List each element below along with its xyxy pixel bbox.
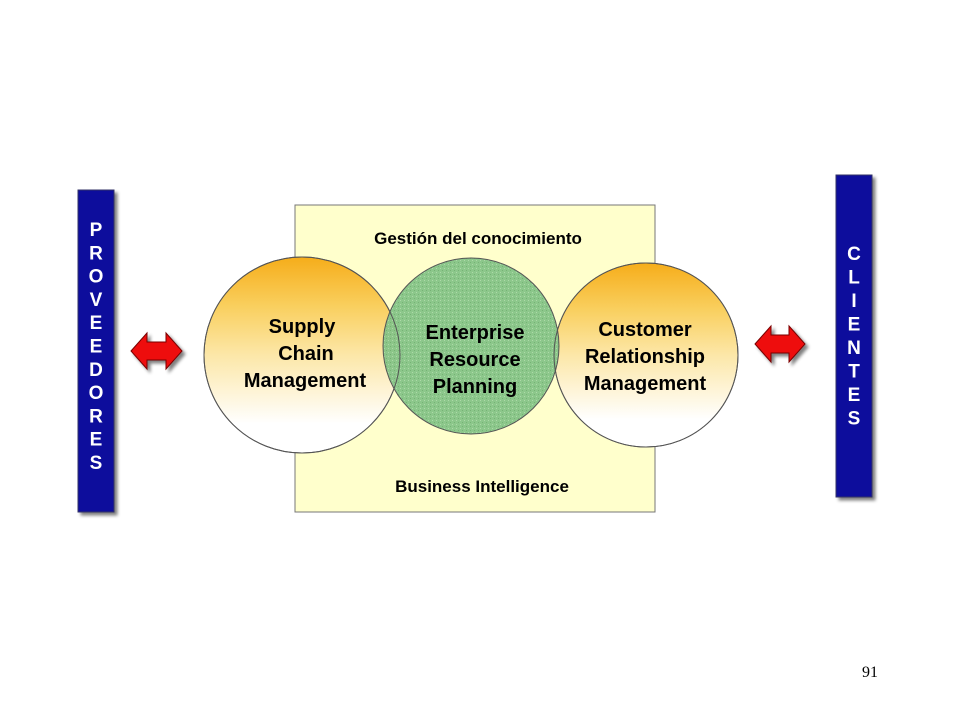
business-intelligence-label: Business Intelligence xyxy=(395,477,569,496)
erp-circle xyxy=(382,257,560,435)
scm-label-line2: Chain xyxy=(278,343,334,365)
page-number: 91 xyxy=(862,664,878,681)
erp-label-line2: Resource xyxy=(429,349,520,371)
crm-label-line2: Relationship xyxy=(585,346,705,368)
knowledge-management-label: Gestión del conocimiento xyxy=(374,229,582,248)
scm-label-line1: Supply xyxy=(269,316,337,338)
double-headed-arrow-right-icon xyxy=(754,324,806,364)
crm-label-line3: Management xyxy=(584,373,707,395)
erp-label-line3: Planning xyxy=(433,376,517,398)
erp-label-line1: Enterprise xyxy=(426,322,525,344)
double-headed-arrow-left-icon xyxy=(130,331,183,371)
crm-label-line1: Customer xyxy=(598,319,692,341)
scm-label-line3: Management xyxy=(244,370,367,392)
